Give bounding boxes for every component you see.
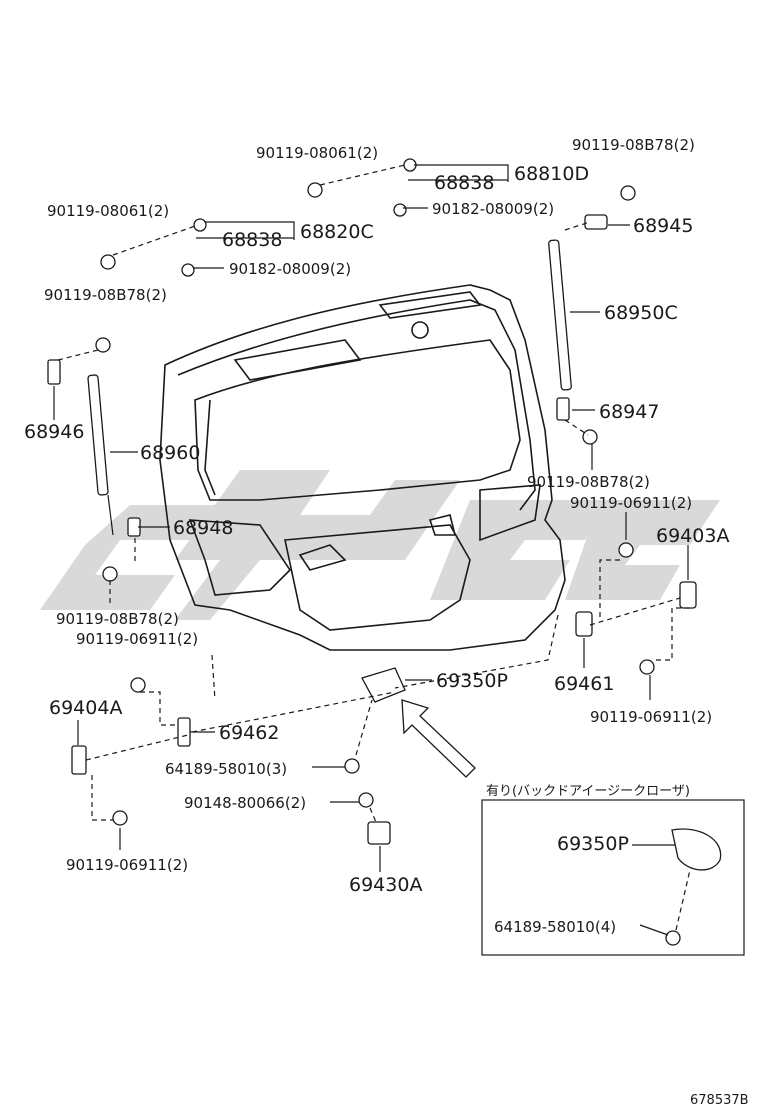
back-door-panel [159, 284, 566, 651]
label-68838-top: 68838 [434, 172, 494, 194]
label-90119-06911-left: 90119-06911(2) [76, 630, 198, 648]
label-90119-08B78-right: 90119-08B78(2) [527, 473, 650, 491]
label-90119-08B78-left: 90119-08B78(2) [44, 286, 167, 304]
label-90182-08009-left: 90182-08009(2) [229, 260, 351, 278]
fasteners [47, 158, 722, 946]
label-68820C: 68820C [300, 221, 374, 243]
label-69461: 69461 [554, 673, 614, 695]
label-90148-80066: 90148-80066(2) [184, 794, 306, 812]
watermark-logo [40, 470, 720, 620]
label-90119-06911-br: 90119-06911(2) [590, 708, 712, 726]
label-68960: 68960 [140, 442, 200, 464]
label-69350P: 69350P [436, 670, 508, 692]
label-69350P-box: 69350P [557, 833, 629, 855]
part-labels: 90119-08061(2) 68838 68810D 90182-08009(… [24, 136, 749, 1108]
stay-68960 [87, 374, 114, 536]
callout-arrow [401, 699, 476, 778]
label-64189-58010-3: 64189-58010(3) [165, 760, 287, 778]
label-68945: 68945 [633, 215, 693, 237]
label-90119-08B78-topright: 90119-08B78(2) [572, 136, 695, 154]
label-68950C: 68950C [604, 302, 678, 324]
label-90119-06911-bottom: 90119-06911(2) [66, 856, 188, 874]
label-68838-left: 68838 [222, 229, 282, 251]
label-69403A: 69403A [656, 525, 729, 547]
label-90119-06911-right: 90119-06911(2) [570, 494, 692, 512]
label-69404A: 69404A [49, 697, 122, 719]
label-90119-08061-top: 90119-08061(2) [256, 144, 378, 162]
label-90119-08061-left: 90119-08061(2) [47, 202, 169, 220]
label-ref-number: 678537B [690, 1093, 749, 1108]
option-box [481, 799, 745, 956]
label-69430A: 69430A [349, 874, 422, 896]
label-option-title: 有り(バックドアイージークローザ) [486, 784, 690, 799]
label-64189-58010-4: 64189-58010(4) [494, 918, 616, 936]
label-69462: 69462 [219, 722, 279, 744]
leader-lines [53, 164, 691, 936]
label-68947: 68947 [599, 401, 659, 423]
stay-68950C [548, 239, 572, 391]
label-90182-08009-top: 90182-08009(2) [432, 200, 554, 218]
label-90119-08B78-bl: 90119-08B78(2) [56, 610, 179, 628]
label-68948: 68948 [173, 517, 233, 539]
label-68946: 68946 [24, 421, 84, 443]
label-68810D: 68810D [514, 163, 589, 185]
